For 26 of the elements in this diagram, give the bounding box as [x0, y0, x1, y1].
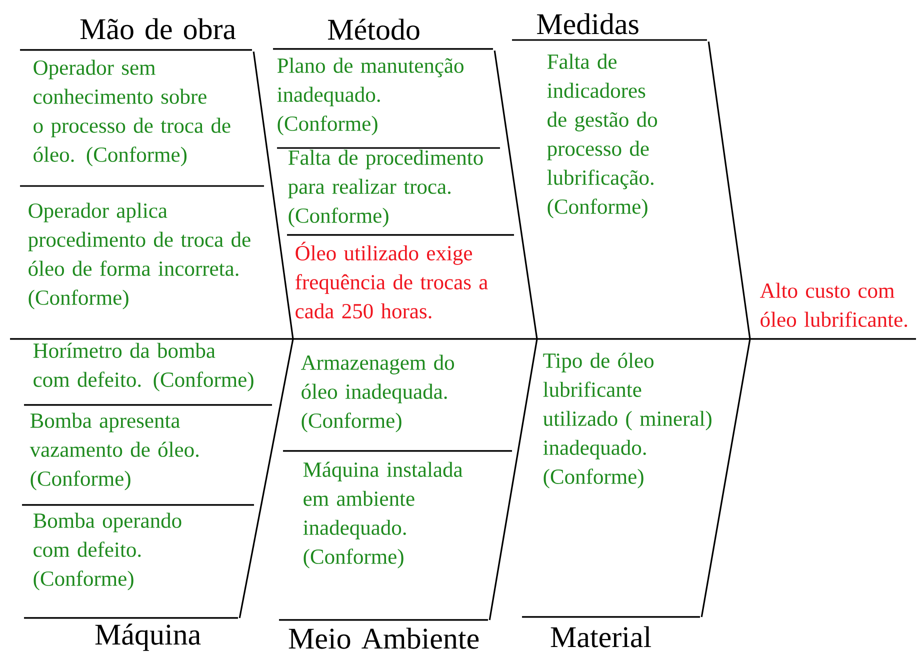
cause-text: Bomba operando com defeito. (Conforme)	[33, 512, 182, 590]
cause-text: Máquina instalada em ambiente inadequado. (Conforme)	[303, 462, 463, 568]
bone-line	[494, 50, 538, 340]
category-heading: Mão de obra	[20, 18, 252, 51]
cause-text: Bomba apresenta vazamento de óleo. (Conforme)	[30, 412, 199, 490]
bone-line	[700, 338, 751, 618]
cause-text: Tipo de óleo lubrificante utilizado ( mineral) inadequado. (Conforme)	[543, 352, 712, 488]
bone-line	[488, 338, 538, 620]
cause-text: Armazenagem do óleo inadequada. (Conforme)	[301, 354, 454, 432]
cause-text: Falta de indicadores de gestão do processo de lubrificação. (Conforme)	[547, 54, 658, 218]
cause-text: Operador aplica procedimento de troca de óleo de forma incorreta. (Conforme)	[28, 202, 250, 310]
cause-text: Horímetro da bomba com defeito. (Conforme)	[33, 342, 254, 392]
bone-line	[252, 51, 294, 340]
category-heading: Método	[273, 18, 493, 50]
bone-line	[708, 41, 751, 340]
cause-text: Óleo utilizado exige frequência de trocas a cada 250 horas.	[295, 242, 488, 319]
category-heading: Material	[522, 616, 700, 648]
spine-line	[10, 338, 916, 340]
category-heading: Máquina	[24, 617, 238, 651]
cause-text: Falta de procedimento para realizar troca. (Conforme)	[288, 150, 483, 228]
category-heading: Medidas	[512, 13, 707, 41]
bone-line	[238, 338, 294, 618]
cause-text: Operador sem conhecimento sobre o processo de troca de óleo. (Conforme)	[34, 60, 230, 166]
cause-text: Plano de manutenção inadequado. (Conforme)	[277, 58, 464, 136]
effect-text: Alto custo com óleo lubrificante.	[760, 282, 908, 327]
category-heading: Meio Ambiente	[279, 619, 488, 649]
